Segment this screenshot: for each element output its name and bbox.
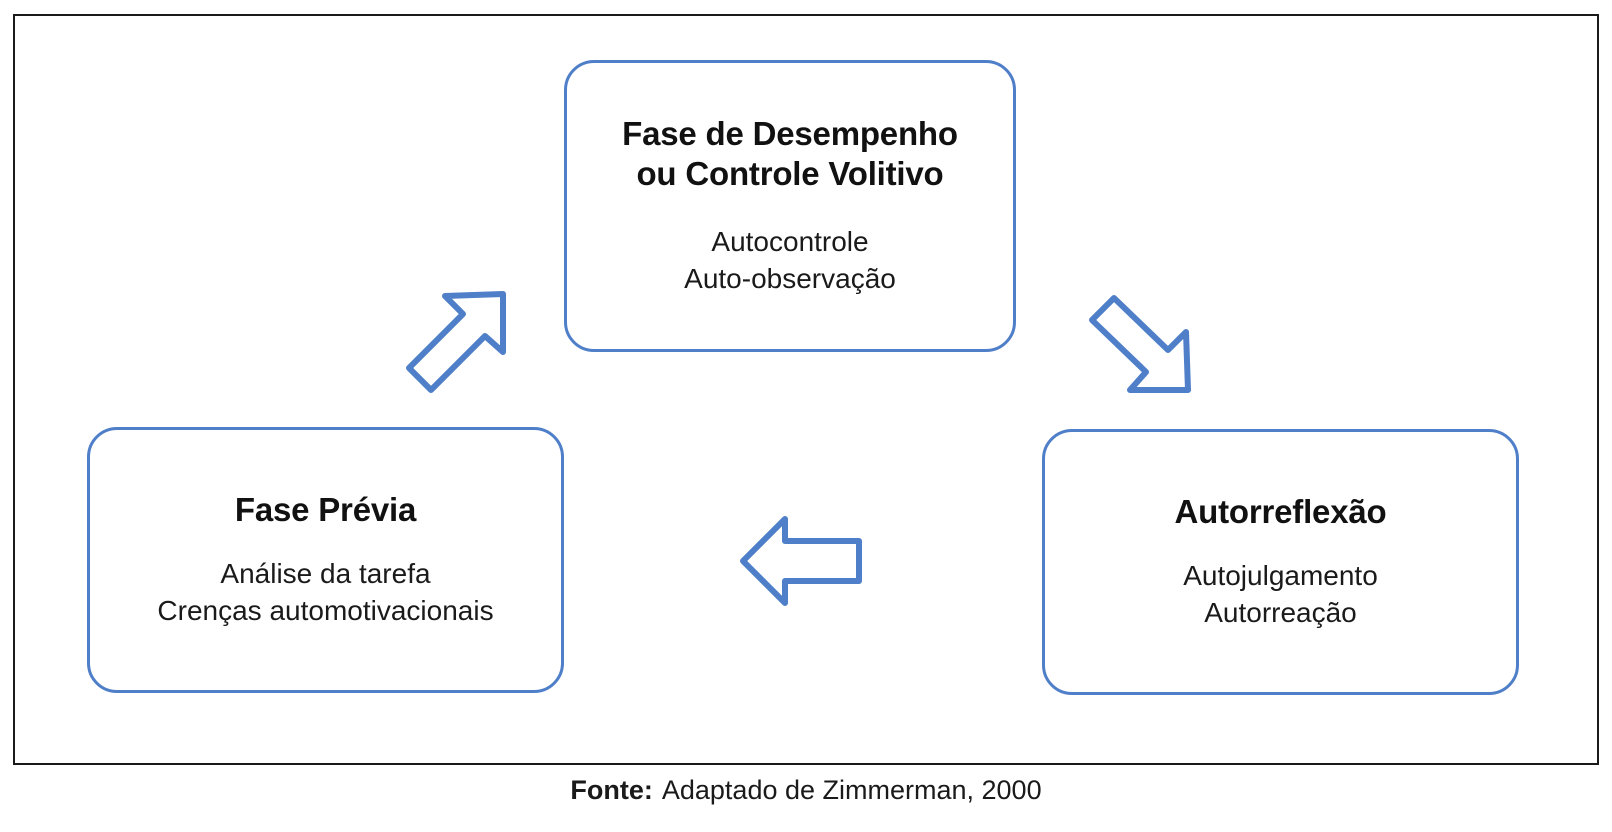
phase-box-forethought-title: Fase Prévia xyxy=(234,490,417,528)
phase-box-performance: Fase de Desempenho ou Controle Volitivo … xyxy=(564,60,1016,352)
phase-box-selfreflection-items: Autojulgamento Autorreação xyxy=(1183,560,1378,629)
phase-box-performance-items: Autocontrole Auto-observação xyxy=(684,226,896,295)
figure-caption-text: Adaptado de Zimmerman, 2000 xyxy=(661,775,1042,805)
arrow-left-icon xyxy=(740,516,862,606)
arrow-reflection-to-forethought xyxy=(737,510,867,612)
arrow-up-right-icon xyxy=(406,291,506,393)
arrow-performance-to-reflection xyxy=(1080,280,1205,400)
arrow-down-right-icon xyxy=(1089,295,1191,393)
diagram-frame: Fase de Desempenho ou Controle Volitivo … xyxy=(13,14,1599,765)
figure-caption-label: Fonte: xyxy=(570,775,653,805)
phase-box-selfreflection-title: Autorreflexão xyxy=(1174,492,1387,530)
arrow-forethought-to-performance xyxy=(397,280,522,400)
phase-box-forethought: Fase Prévia Análise da tarefa Crenças au… xyxy=(87,427,564,693)
phase-box-selfreflection: Autorreflexão Autojulgamento Autorreação xyxy=(1042,429,1519,695)
phase-box-forethought-items: Análise da tarefa Crenças automotivacion… xyxy=(157,558,494,627)
phase-box-performance-title: Fase de Desempenho ou Controle Volitivo xyxy=(622,114,958,193)
figure-caption: Fonte: Adaptado de Zimmerman, 2000 xyxy=(13,775,1599,806)
